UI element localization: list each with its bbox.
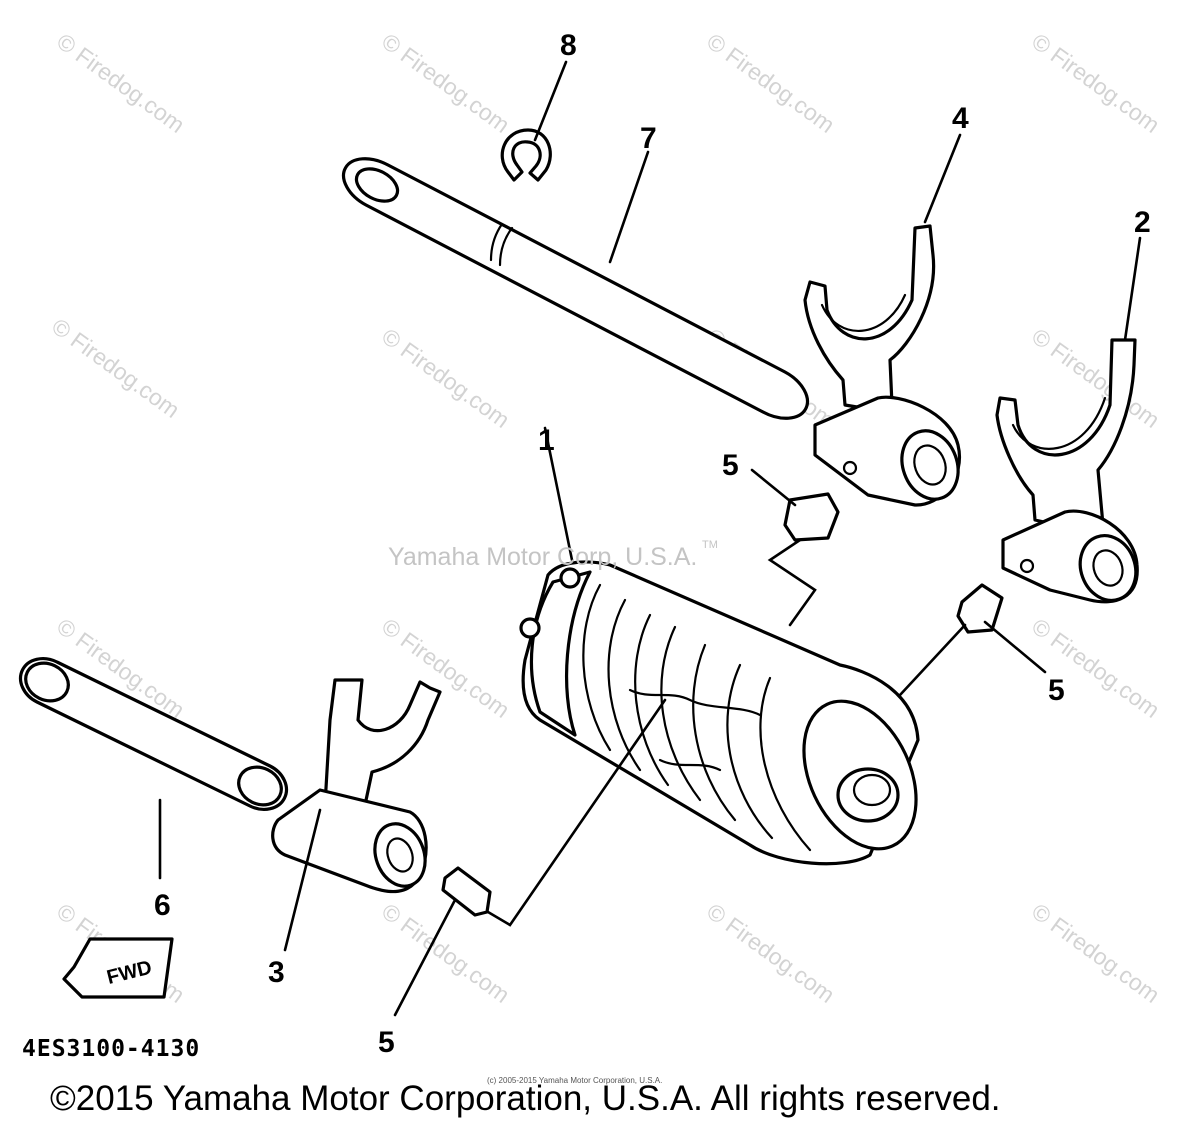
callout-leaders: [158, 60, 1142, 1017]
callout-2: 2: [1134, 206, 1151, 239]
part-5-dowel-pin-right: [956, 583, 1004, 634]
watermark: © Firedog.com: [1027, 28, 1165, 138]
small-copyright: (c) 2005-2015 Yamaha Motor Corporation, …: [487, 1076, 662, 1085]
watermark: © Firedog.com: [702, 898, 840, 1008]
trademark-mark: TM: [702, 539, 718, 551]
callout-labels: 8 7 4 2 1 5 5 6 3 5: [154, 29, 1151, 1059]
part-5-dowel-pin-upper: [783, 492, 840, 542]
watermark: © Firedog.com: [52, 28, 190, 138]
watermark: © Firedog.com: [702, 28, 840, 138]
part-6-short-shaft: [19, 657, 288, 811]
callout-4: 4: [952, 102, 969, 135]
watermark: © Firedog.com: [1027, 898, 1165, 1008]
corporate-watermark: © Firedog.com Yamaha Motor Corp, U.S.A. …: [47, 313, 718, 571]
callout-5-lower: 5: [378, 1026, 395, 1059]
watermark: © Firedog.com: [377, 613, 515, 723]
footer-copyright: ©2015 Yamaha Motor Corporation, U.S.A. A…: [50, 1079, 1001, 1118]
callout-3: 3: [268, 956, 285, 989]
watermark-layer: © Firedog.com © Firedog.com © Firedog.co…: [52, 28, 1165, 1008]
watermark: © Firedog.com: [377, 323, 515, 433]
part-4-shift-fork: [803, 224, 962, 507]
watermark: © Firedog.com: [377, 28, 515, 138]
callout-8: 8: [560, 29, 577, 62]
part-8-circlip: [500, 128, 552, 182]
callout-5-right: 5: [1048, 674, 1065, 707]
part-2-shift-fork: [995, 338, 1139, 604]
part-1-shift-cam: [519, 560, 920, 866]
callout-6: 6: [154, 889, 171, 922]
corporate-watermark-text: Yamaha Motor Corp, U.S.A.: [388, 543, 697, 571]
watermark: © Firedog.com: [47, 313, 185, 423]
callout-5-upper: 5: [722, 449, 739, 482]
diagram-code: 4ES3100-4130: [22, 1036, 200, 1062]
part-7-shift-fork-shaft: [341, 157, 810, 420]
front-arrow: FWD: [62, 937, 174, 999]
callout-1: 1: [538, 424, 555, 457]
part-3-shift-fork: [271, 678, 442, 894]
callout-7: 7: [640, 122, 657, 155]
